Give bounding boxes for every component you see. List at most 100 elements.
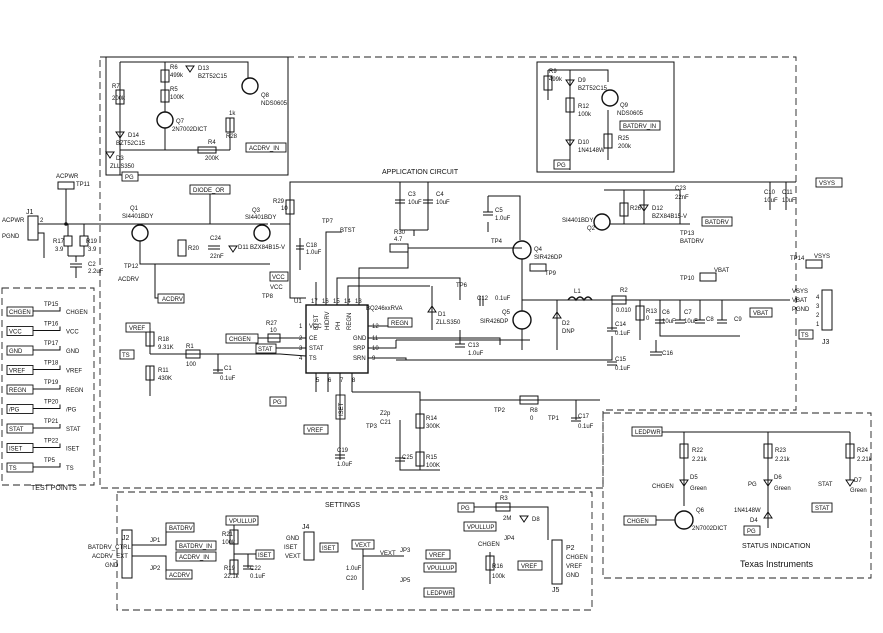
c3-label: C3 <box>408 192 416 198</box>
r19b-value: 22.1k <box>224 574 240 580</box>
application-frame <box>99 56 797 489</box>
netlabel-batdrv-in <box>619 120 661 131</box>
d11-part: BZX84B15-V <box>250 245 285 251</box>
r25-value: 200k <box>618 144 632 150</box>
tp10-label: TP10 <box>680 276 695 282</box>
netlabel-vpullup-2-text: VPULLUP <box>427 566 454 572</box>
r28-label: R28 <box>226 134 238 140</box>
c17-label: C17 <box>578 414 590 420</box>
netlabel-iset-s-text: ISET <box>258 553 272 559</box>
q2-body <box>593 213 611 231</box>
netlabel-pg-1-text: PG <box>125 175 134 181</box>
vfb-wires <box>339 392 440 471</box>
j3-net-vsys: VSYS <box>792 289 808 295</box>
chgen-s-text: CHGEN <box>478 542 500 548</box>
r23-label: R23 <box>775 448 787 454</box>
r16-body <box>485 555 495 571</box>
d5-color: Green <box>690 486 707 492</box>
q6-label: Q6 <box>696 508 705 514</box>
jp3-label: JP3 <box>400 548 411 554</box>
u1-pin-gnd: GND <box>353 336 367 342</box>
tp-panel-wire-0 <box>33 307 61 312</box>
r7-label: R7 <box>112 84 120 90</box>
c4-label: C4 <box>436 192 444 198</box>
j3-net-pgnd: PGND <box>792 307 810 313</box>
j3-pin-1: 1 <box>816 322 820 328</box>
r17-label: R17 <box>53 239 65 245</box>
netlabel-acdrv-s-text: ACDRV <box>169 573 190 579</box>
r24-value: 2.21k <box>857 457 873 463</box>
r21-value: 100k <box>222 540 236 546</box>
tp4-label: TP4 <box>491 239 503 245</box>
u1-pin-btst: BTST <box>314 314 320 330</box>
d6-net: PG <box>748 482 757 488</box>
r19-value: 3.9 <box>88 247 97 253</box>
r28-value: 1k <box>229 111 236 117</box>
j5-label: J5 <box>552 587 560 594</box>
tp11-label: TP11 <box>76 182 91 188</box>
tp1-label: TP1 <box>548 416 560 422</box>
j2-line-3: GND <box>105 563 119 569</box>
tp-panel-net-2: GND <box>9 349 23 355</box>
netlabel-pg-2-text: PG <box>557 163 566 169</box>
c5-wires <box>487 195 521 240</box>
c23-value: 22nF <box>675 195 689 201</box>
tp-panel-label-2: GND <box>66 349 80 355</box>
tp-panel-tp-3: TP18 <box>44 361 59 367</box>
u1-pin-vcc: VCC <box>309 324 322 330</box>
netlabel-vext-text: VEXT <box>355 543 371 549</box>
c18-label: C18 <box>306 243 318 249</box>
netlabel-stat-st <box>811 502 833 513</box>
netlabel-vref-2 <box>303 424 329 435</box>
tp-panel-label-0: CHGEN <box>66 310 88 316</box>
netlabel-vcc <box>269 271 289 282</box>
r29-body <box>285 199 295 215</box>
r29-value: 10 <box>281 206 288 212</box>
tp3-label: TP3 <box>366 424 378 430</box>
c18-body <box>296 245 304 250</box>
batdrv-sub-wires <box>547 69 609 170</box>
netlabel-acdrv-s <box>165 569 193 580</box>
d2-label: D2 <box>562 321 570 327</box>
c24-body <box>208 245 220 250</box>
netlabel-vref-1 <box>125 322 151 333</box>
netlabel-pg-2 <box>553 159 571 170</box>
r23-value: 2.21k <box>775 457 791 463</box>
q2-drive-wires <box>604 189 690 225</box>
tp6-label: TP6 <box>456 283 468 289</box>
tp12-label: TP12 <box>124 264 139 270</box>
d7-color: Green <box>850 488 867 494</box>
netlabel-vbat-text: VBAT <box>753 311 769 317</box>
d9-label: D9 <box>578 78 586 84</box>
led-diode-bodies <box>679 479 855 487</box>
tp-panel-wire-1 <box>33 326 61 331</box>
j3-pin-2: 2 <box>816 313 820 319</box>
j2-line-1: BATDRV_CTRL <box>88 545 131 551</box>
q9-body <box>601 89 619 107</box>
tp-panel-wire-8 <box>33 463 61 468</box>
q4-body <box>512 240 532 260</box>
vsys-top-rail <box>270 181 796 225</box>
r27-body <box>267 333 281 343</box>
c3-value: 10uF <box>408 200 422 206</box>
r20-label: R20 <box>188 246 200 252</box>
netlabel-acdrv-text: ACDRV <box>162 297 183 303</box>
r9-value: 499k <box>549 77 563 83</box>
c12-value: 0.1uF <box>495 296 511 302</box>
c6-value: 10uF <box>662 319 676 325</box>
tp-panel-net-4: REGN <box>9 388 26 394</box>
j5-line-1: CHGEN <box>566 555 588 561</box>
test-points-frame <box>1 287 95 486</box>
netlabel-iset-1-text: ISET <box>339 402 345 416</box>
d5-net: CHGEN <box>652 484 674 490</box>
d2-value: DNP <box>562 329 575 335</box>
netlabel-vref-1-text: VREF <box>129 326 145 332</box>
r18-value: 9.31K <box>158 345 174 351</box>
r1-label: R1 <box>186 344 194 350</box>
netlabel-vref-s2 <box>517 560 543 571</box>
ic-bottom-wires <box>315 373 440 471</box>
tp-panel-label-5: /PG <box>66 408 77 414</box>
c25-body <box>395 457 405 462</box>
tp-panel-net-1: VCC <box>9 330 22 336</box>
c2-value: 2.2uF <box>88 269 104 275</box>
